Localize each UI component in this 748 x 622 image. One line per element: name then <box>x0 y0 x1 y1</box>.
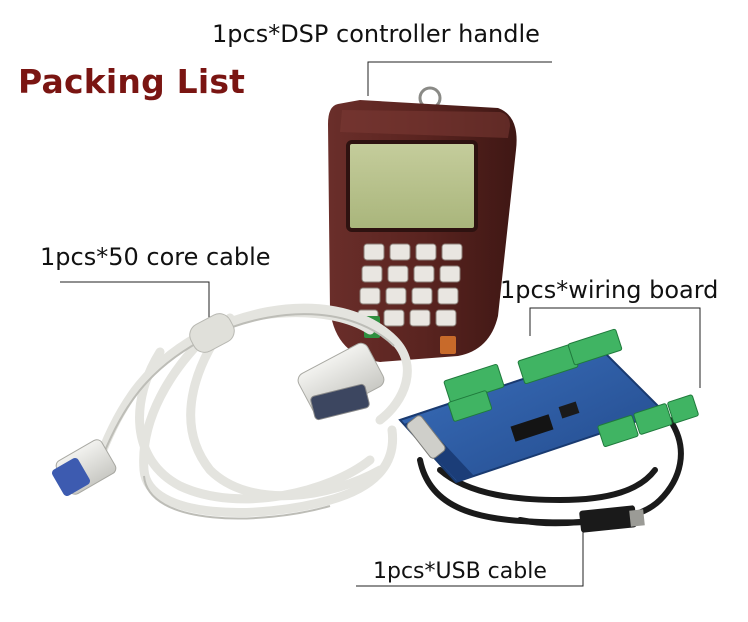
leader-line-cable50 <box>60 281 210 326</box>
terminal-block <box>633 403 673 435</box>
keypad-key <box>383 309 405 327</box>
usb-plug-metal <box>629 509 645 527</box>
leader-lines <box>60 61 701 587</box>
keypad-key <box>413 265 435 283</box>
usb-plug <box>579 505 637 533</box>
keypad-key <box>439 265 461 283</box>
keypad-key <box>385 287 407 305</box>
leader-line-usb <box>356 530 584 587</box>
terminal-blocks <box>443 328 699 448</box>
label-dsp-handle: 1pcs*DSP controller handle <box>212 20 540 48</box>
keypad-key <box>359 287 381 305</box>
db-connector-male <box>297 342 385 421</box>
lcd-screen <box>346 140 478 232</box>
keypad-key <box>437 287 459 305</box>
handle-orange-button <box>440 336 456 354</box>
terminal-block <box>597 414 639 448</box>
terminal-block <box>567 328 623 366</box>
wiring-board <box>398 328 699 484</box>
label-usb-cable: 1pcs*USB cable <box>373 559 547 584</box>
keypad-key <box>435 309 457 327</box>
ferrite-core <box>189 313 235 353</box>
page-title: Packing List <box>18 62 246 101</box>
board-chip-2 <box>558 401 580 419</box>
keypad-key <box>415 243 437 261</box>
leader-line-wiring <box>529 307 701 388</box>
db-connector-female <box>51 439 117 497</box>
label-core-cable: 1pcs*50 core cable <box>40 243 271 271</box>
terminal-block <box>667 394 699 424</box>
keypad-key <box>361 265 383 283</box>
board-chip <box>510 414 554 442</box>
keypad-key <box>441 243 463 261</box>
terminal-block <box>447 390 493 422</box>
keypad-key <box>389 243 411 261</box>
keypad-key <box>409 309 431 327</box>
leader-line-dsp <box>367 61 552 96</box>
keypad-key <box>387 265 409 283</box>
keypad <box>357 243 463 327</box>
dsp-handle <box>328 100 517 362</box>
label-wiring-board: 1pcs*wiring board <box>500 276 719 304</box>
keypad-key <box>363 243 385 261</box>
board-db-port <box>406 415 446 459</box>
keypad-key <box>411 287 433 305</box>
